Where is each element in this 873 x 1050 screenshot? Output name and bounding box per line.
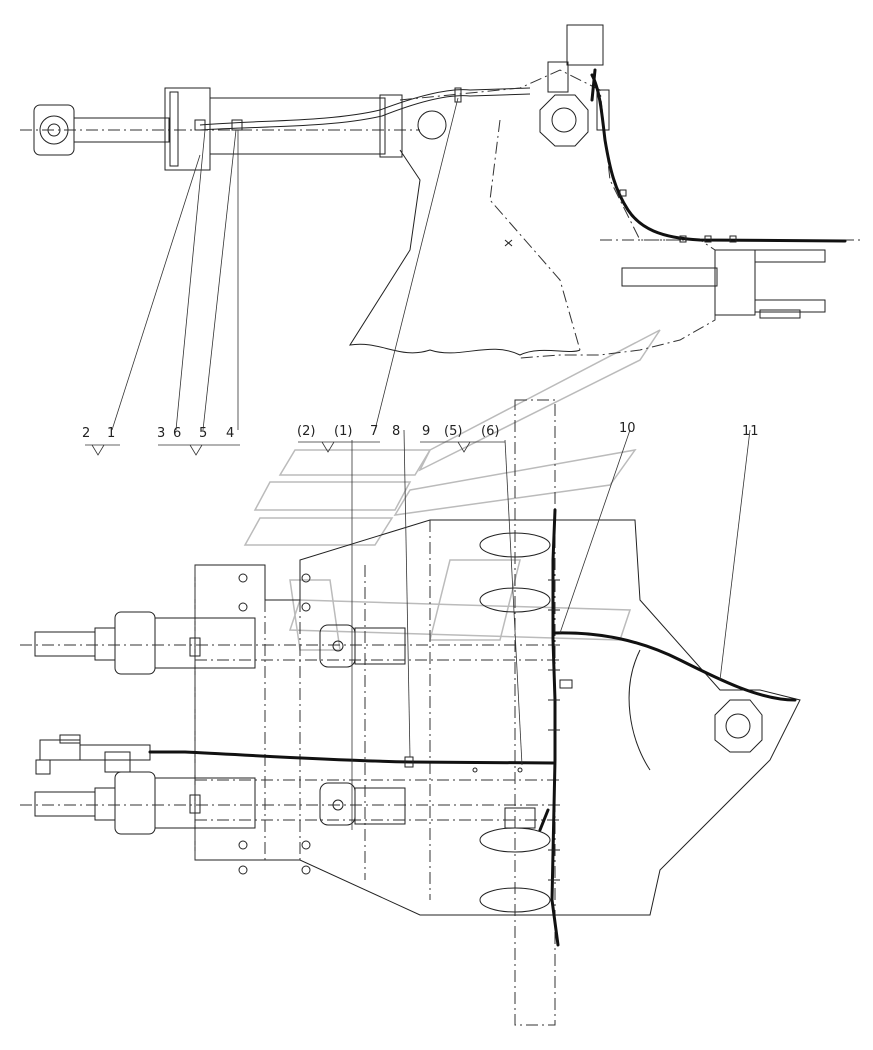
- callout-7: 7: [370, 424, 378, 439]
- callout-p1: (1): [334, 424, 352, 439]
- callout-1: 1: [107, 426, 115, 441]
- leader-lines: [85, 97, 751, 830]
- callout-p2: (2): [297, 424, 315, 439]
- plan-view: [20, 399, 801, 1026]
- callout-p5: (5): [444, 424, 462, 439]
- side-view: [20, 24, 860, 359]
- callout-8: 8: [392, 424, 400, 439]
- callout-2: 2: [82, 426, 90, 441]
- callout-10: 10: [619, 421, 636, 436]
- callout-6: 6: [173, 426, 181, 441]
- callout-labels: 2 1 3 6 5 4 (2) (1) 7 8 9 (5) (6) 10 11: [82, 421, 759, 441]
- callout-p6: (6): [481, 424, 499, 439]
- callout-9: 9: [422, 424, 430, 439]
- callout-3: 3: [157, 426, 165, 441]
- callout-5: 5: [199, 426, 207, 441]
- callout-11: 11: [742, 424, 759, 439]
- watermark-logo: [243, 329, 661, 651]
- bolt-holes: [238, 573, 311, 875]
- callout-4: 4: [226, 426, 234, 441]
